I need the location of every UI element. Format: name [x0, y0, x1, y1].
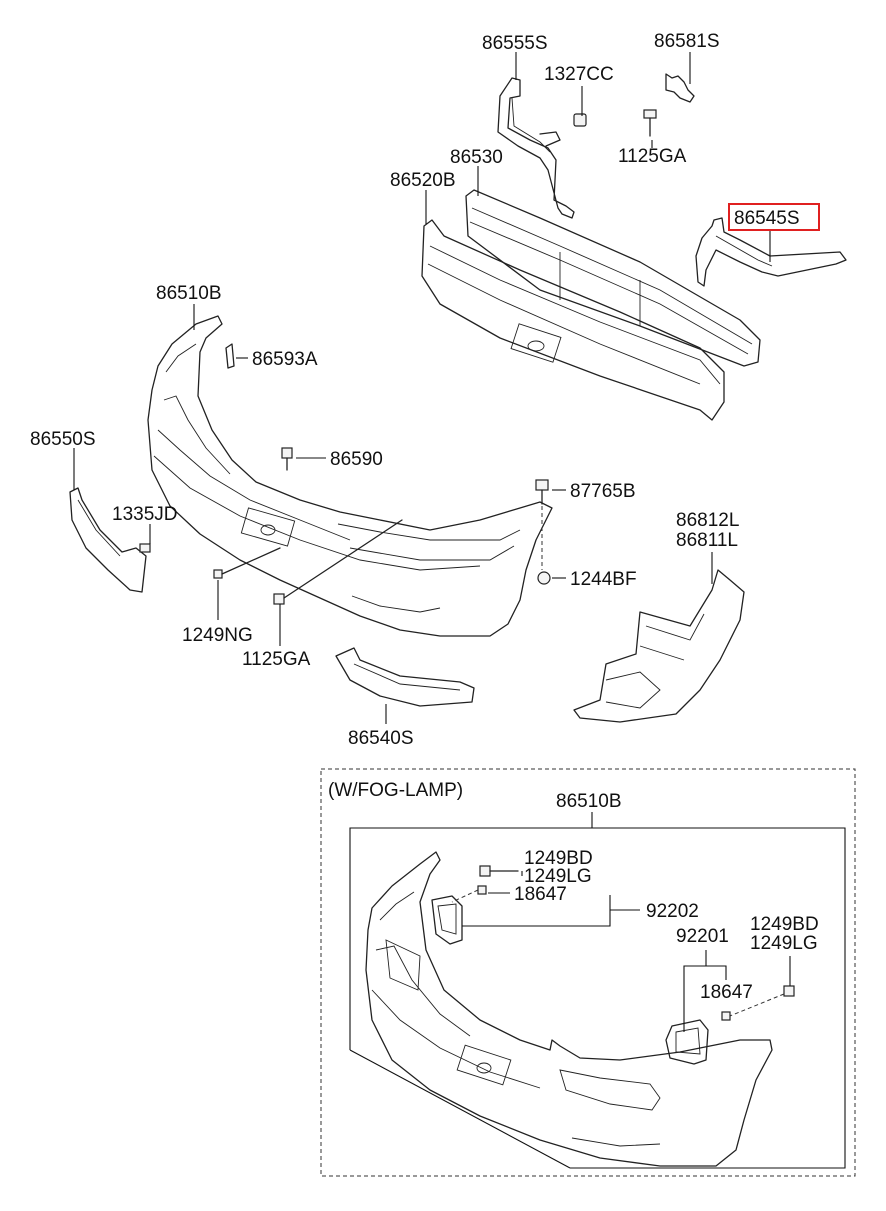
label-86510B[interactable]: 86510B: [156, 283, 222, 304]
fog-86510b-bracket: [349, 812, 593, 1050]
label-fog-1249LG-b[interactable]: 1249LG: [750, 933, 818, 954]
bracket-86581s-drawing: [665, 73, 695, 103]
label-86530[interactable]: 86530: [450, 147, 503, 168]
label-1327CC[interactable]: 1327CC: [544, 64, 614, 85]
highlight-box-86545s: [728, 203, 820, 231]
label-1125GA-top[interactable]: 1125GA: [618, 146, 687, 167]
label-1125GA-bottom[interactable]: 1125GA: [242, 649, 311, 670]
label-fog-1249BD-b[interactable]: 1249BD: [750, 914, 819, 935]
label-86581S[interactable]: 86581S: [654, 31, 720, 52]
fog-lamp-92202-drawing: [431, 895, 463, 945]
label-fog-92201[interactable]: 92201: [676, 926, 729, 947]
leader-lines: [73, 52, 771, 724]
label-86590[interactable]: 86590: [330, 449, 383, 470]
label-fog-92202[interactable]: 92202: [646, 901, 699, 922]
clip-86593a-drawing: [225, 343, 235, 369]
beam-86530-drawing: [465, 189, 761, 367]
beam-86520b-drawing: [421, 219, 725, 421]
screw-1244bf-drawing: [537, 571, 551, 585]
label-fog-18647-a[interactable]: 18647: [514, 884, 567, 905]
bolt-1249ng-drawing: [213, 547, 281, 579]
label-fog-18647-b[interactable]: 18647: [700, 982, 753, 1003]
trim-86550s-drawing: [69, 487, 147, 593]
nut-1327cc-drawing: [573, 113, 587, 127]
label-1335JD[interactable]: 1335JD: [112, 504, 178, 525]
fog-86510b-bracket-right: [570, 827, 846, 1169]
fog-lamp-dashed-frame: [320, 768, 856, 1177]
bumper-cover-86510b-drawing: [147, 315, 553, 637]
label-fog-1249BD-a[interactable]: 1249BD: [524, 848, 593, 869]
label-86545S[interactable]: 86545S: [734, 208, 800, 229]
fog-fasteners-drawing: [451, 865, 795, 1021]
guard-86812l-drawing: [573, 569, 745, 723]
label-86812L[interactable]: 86812L: [676, 510, 739, 531]
label-86520B[interactable]: 86520B: [390, 170, 456, 191]
bolt-1125ga-top-drawing: [643, 109, 657, 137]
clip-1335jd-drawing: [139, 543, 151, 553]
label-1249NG[interactable]: 1249NG: [182, 625, 253, 646]
bracket-86545s-drawing: [695, 217, 847, 287]
bolt-1125ga-bottom-drawing: [273, 519, 403, 605]
label-87765B[interactable]: 87765B: [570, 481, 636, 502]
bolt-87765b-drawing: [535, 479, 549, 570]
label-86593A[interactable]: 86593A: [252, 349, 318, 370]
fog-bumper-drawing: [365, 851, 773, 1167]
label-1244BF[interactable]: 1244BF: [570, 569, 637, 590]
fog-lamp-title: (W/FOG-LAMP): [328, 780, 463, 801]
label-86550S[interactable]: 86550S: [30, 429, 96, 450]
clip-86590-drawing: [281, 447, 293, 471]
fog-86510b-diag: [349, 1049, 571, 1169]
fog-leader-lines: [462, 871, 791, 1032]
bracket-86555s-drawing: [497, 77, 575, 219]
label-fog-1249LG-a[interactable]: 1249LG: [524, 866, 592, 887]
label-fog-86510B[interactable]: 86510B: [556, 791, 622, 812]
trim-86540s-drawing: [335, 647, 475, 707]
fog-lamp-92201-drawing: [665, 1019, 709, 1065]
label-86540S[interactable]: 86540S: [348, 728, 414, 749]
label-86811L[interactable]: 86811L: [676, 530, 738, 551]
label-86555S[interactable]: 86555S: [482, 33, 548, 54]
